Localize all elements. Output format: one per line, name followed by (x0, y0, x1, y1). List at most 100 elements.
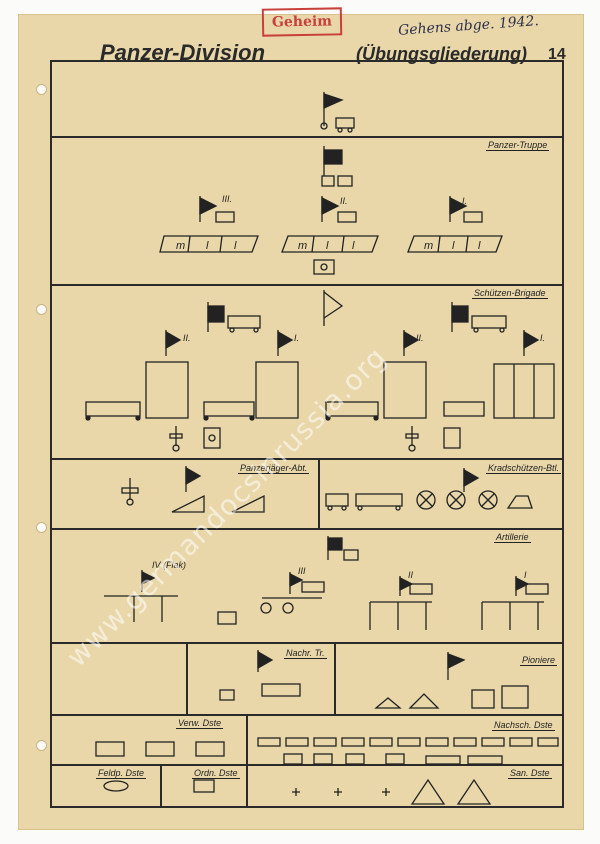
divider (52, 714, 564, 716)
page-number: 14 (548, 46, 566, 63)
admin-unit-icon (195, 741, 225, 757)
section-label-feldp: Feldp. Dste (96, 768, 147, 779)
divider (334, 644, 336, 714)
company-letter: l (326, 240, 329, 252)
unit-mark: IV (Flak) (152, 560, 187, 570)
antitank-company-icon (231, 494, 265, 513)
artillery-regiment-flag-icon (327, 536, 359, 561)
company-letter: l (206, 240, 209, 252)
engineer-battalion-flag-icon (447, 652, 466, 680)
unit-mark: II. (183, 333, 191, 343)
company-box (255, 361, 299, 419)
rifle-battalion-flag-icon (403, 330, 420, 356)
divider (246, 716, 248, 806)
traffic-control-icon (193, 779, 215, 793)
ammo-column-icon (217, 611, 237, 625)
unit-mark: II (408, 570, 414, 580)
motorcycle-company-icon (355, 493, 403, 511)
division-hq-flag-icon (320, 92, 355, 133)
infantry-gun-icon (203, 427, 221, 449)
infantry-gun-icon (169, 426, 183, 452)
motorcycle-icon (478, 490, 498, 510)
section-label-kradschuetzen: Kradschützen-Btl. (486, 463, 562, 474)
org-chart-frame (50, 60, 564, 808)
punch-hole (36, 84, 47, 95)
antitank-flag-icon (185, 466, 202, 492)
company-box (493, 363, 555, 419)
medical-unit-icon (292, 778, 492, 805)
divider (186, 644, 188, 714)
rifle-regiment-icon (451, 302, 507, 333)
unit-mark: II. (416, 333, 424, 343)
engineer-company-icon (471, 689, 495, 709)
motorcycle-company-icon (325, 493, 349, 511)
unit-mark: I. (540, 333, 546, 343)
company-letter: l (478, 240, 481, 252)
punch-hole (36, 304, 47, 315)
punch-hole (36, 522, 47, 533)
section-label-schuetzen-brigade: Schützen-Brigade (472, 288, 548, 299)
rifle-regiment-icon (207, 302, 261, 333)
antitank-company-icon (171, 494, 205, 513)
divider (52, 458, 564, 460)
company-letter: l (352, 240, 355, 252)
signal-battalion-flag-icon (257, 650, 301, 697)
infantry-gun-icon (443, 427, 461, 449)
infantry-gun-icon (405, 426, 419, 452)
section-label-panzerjaeger: Panzerjäger-Abt. (238, 463, 310, 474)
section-label-panzer-truppe: Panzer-Truppe (486, 140, 550, 151)
section-label-artillerie: Artillerie (494, 532, 531, 543)
section-label-san: San. Dste (508, 768, 552, 779)
divider (160, 766, 162, 806)
divider (52, 764, 564, 766)
antitank-gun-icon (121, 478, 139, 506)
divider (52, 528, 564, 530)
tank-battalion-icon (281, 196, 379, 275)
company-box (383, 361, 427, 419)
supply-column-icon (257, 737, 559, 765)
motorcycle-company-icon (506, 495, 533, 509)
company-letter: l (234, 240, 237, 252)
section-label-nachsch: Nachsch. Dste (492, 720, 555, 731)
section-label-nachr: Nachr. Tr. (284, 648, 327, 659)
unit-mark: II. (340, 196, 348, 206)
artillery-battalion-icon (260, 572, 325, 614)
unit-mark: I (524, 570, 527, 580)
tank-battalion-icon (159, 196, 259, 253)
rifle-battalion-flag-icon (523, 330, 540, 356)
company-letter: m (424, 240, 434, 252)
section-label-pioniere: Pioniere (520, 655, 558, 666)
section-label-verw: Verw. Dste (176, 718, 224, 729)
bridge-column-icon (408, 693, 440, 709)
artillery-battalion-icon (369, 576, 433, 630)
motorcycle-flag-icon (463, 468, 480, 492)
rifle-brigade-flag-icon (323, 290, 344, 326)
punch-hole (36, 740, 47, 751)
admin-unit-icon (95, 741, 125, 757)
unit-mark: I. (462, 196, 468, 206)
motorcycle-icon (416, 490, 436, 510)
unit-mark: III (298, 566, 306, 576)
artillery-battalion-icon (104, 570, 178, 622)
rifle-battalion-flag-icon (277, 330, 294, 356)
divider (52, 136, 564, 138)
bridge-column-icon (374, 697, 402, 709)
artillery-battalion-icon (481, 576, 549, 630)
field-post-icon (103, 780, 129, 792)
unit-mark: I. (294, 333, 300, 343)
engineer-company-icon (501, 685, 529, 709)
tank-battalion-icon (407, 196, 503, 253)
divider (52, 642, 564, 644)
company-letter: m (298, 240, 308, 252)
rifle-battalion-flag-icon (165, 330, 182, 356)
admin-unit-icon (145, 741, 175, 757)
company-letter: m (176, 240, 186, 252)
divider (318, 460, 320, 528)
section-label-ordn: Ordn. Dste (192, 768, 240, 779)
motorcycle-icon (446, 490, 466, 510)
page-subtitle: (Übungsgliederung) (356, 44, 527, 64)
divider (52, 284, 564, 286)
unit-mark: III. (222, 194, 233, 204)
company-box (145, 361, 189, 419)
